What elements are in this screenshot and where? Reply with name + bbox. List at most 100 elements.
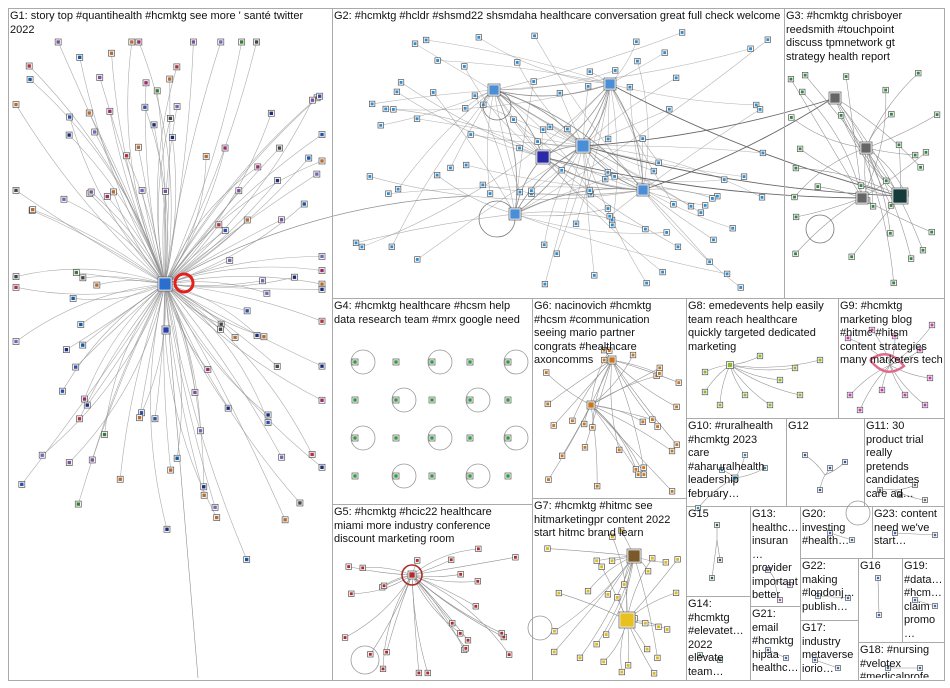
node-g1-10	[319, 158, 325, 164]
node-g1-67	[109, 50, 115, 56]
node-g1-73	[319, 268, 325, 274]
edge-g5-13	[412, 575, 466, 648]
group-label-g14: G14: #hcmktg #elevatet… 2022 elevate tea…	[688, 598, 749, 678]
node-g2-69	[369, 101, 375, 107]
node-g6-1	[582, 445, 588, 451]
node-g3-4	[888, 231, 894, 237]
edge-g5-22	[412, 574, 461, 576]
group-label-g1: G1: story top #quantihealth #hcmktg see …	[10, 10, 310, 37]
edge-g1-117	[165, 284, 285, 520]
node-g6-3	[641, 465, 647, 471]
node-g1-69	[319, 464, 325, 470]
node-g2-40	[592, 273, 598, 279]
edge-g2-76	[356, 214, 515, 243]
node-g7-28	[644, 646, 650, 652]
node-g1-101	[306, 155, 312, 161]
node-g2-77	[730, 225, 736, 231]
node-g1-53	[88, 189, 94, 195]
node-g1-5	[97, 74, 103, 80]
node-g7-13	[655, 655, 661, 661]
node-g2-51	[757, 107, 763, 113]
node-g1-18	[63, 347, 69, 353]
node-g2-45	[644, 280, 650, 286]
group-label-g10: G10: #ruralhealth #hcmktg 2023 care #aha…	[688, 420, 780, 501]
node-g9-7	[879, 387, 885, 393]
node-g1-17	[225, 405, 231, 411]
node-g3-31	[883, 87, 889, 93]
node-g15-1	[718, 558, 723, 563]
node-g1-14	[319, 132, 325, 138]
node-g4-1-1	[393, 397, 399, 403]
node-g1-106	[232, 334, 238, 340]
node-g1-65	[201, 484, 207, 490]
node-g1-hub	[158, 277, 172, 291]
node-g4-1-0	[352, 397, 358, 403]
node-g8-5	[742, 392, 748, 398]
node-g1-29	[77, 416, 83, 422]
node-g5-6	[448, 557, 454, 563]
node-g1-43	[205, 366, 211, 372]
node-g4-3-3	[467, 473, 473, 479]
node-g2-87	[671, 202, 677, 208]
node-g2-35	[707, 259, 713, 265]
node-g1-15	[82, 396, 88, 402]
node-g1-70	[279, 454, 285, 460]
node-g6-13	[616, 447, 622, 453]
node-g1-103	[174, 64, 180, 70]
node-g1-47	[297, 500, 303, 506]
node-g15-2	[710, 576, 715, 581]
node-g6-8	[581, 421, 587, 427]
node-g1-58	[265, 412, 271, 418]
node-g1-93	[167, 115, 173, 121]
edge-g1-114	[62, 284, 165, 391]
node-g6-17	[655, 424, 661, 430]
node-g8-2	[777, 377, 783, 383]
node-g5-hub	[408, 571, 416, 579]
node-g2-17	[514, 60, 520, 66]
node-g2-hub-3	[509, 208, 521, 220]
node-g1-25	[84, 402, 90, 408]
node-g3-11	[788, 76, 794, 82]
node-g1-100	[254, 39, 260, 45]
node-g1-92	[30, 207, 36, 213]
node-g3-23	[934, 112, 940, 118]
group-label-g11: G11: 30 product trial really pretends ca…	[866, 420, 936, 501]
node-g7-25	[621, 582, 627, 588]
node-g1-11	[265, 420, 271, 426]
node-g6-0	[633, 467, 639, 473]
node-g7-hub-2	[627, 549, 641, 563]
node-g3-13	[920, 247, 926, 253]
group-label-g3: G3: #hcmktg chrisboyer reedsmith #touchp…	[786, 10, 921, 64]
node-g2-52	[660, 269, 666, 275]
node-g1-111	[168, 467, 174, 473]
node-g2-33	[765, 37, 771, 43]
node-g4-2-4	[505, 435, 511, 441]
node-g1-33	[268, 110, 274, 116]
node-g2-78	[748, 46, 754, 52]
node-g1-64	[152, 416, 158, 422]
edge-g3-9	[795, 148, 866, 197]
node-g1-86	[110, 189, 116, 195]
node-g1-96	[214, 515, 220, 521]
node-g6-25	[570, 418, 576, 424]
edge-g3-22	[796, 198, 862, 217]
node-g5-21	[360, 565, 366, 571]
node-g7-31	[545, 546, 551, 552]
node-g1-46	[13, 339, 19, 345]
node-g3-19	[883, 178, 889, 184]
node-g1-97	[137, 415, 143, 421]
node-g6-21	[676, 380, 682, 386]
node-g1-57	[19, 481, 25, 487]
node-g1-66	[319, 363, 325, 369]
node-g2-27	[664, 230, 670, 236]
node-g7-7	[594, 558, 600, 564]
edge-g1-31	[90, 194, 165, 284]
node-g6-6	[594, 483, 600, 489]
node-g5-18	[450, 620, 456, 626]
node-g1-4	[167, 76, 173, 82]
node-g2-82	[698, 210, 704, 216]
node-g4-0-4	[505, 359, 511, 365]
group-label-g13: G13: healthc… insuran… provider importan…	[752, 508, 799, 604]
node-g1-87	[13, 284, 19, 290]
edge-g15-1	[717, 540, 720, 560]
